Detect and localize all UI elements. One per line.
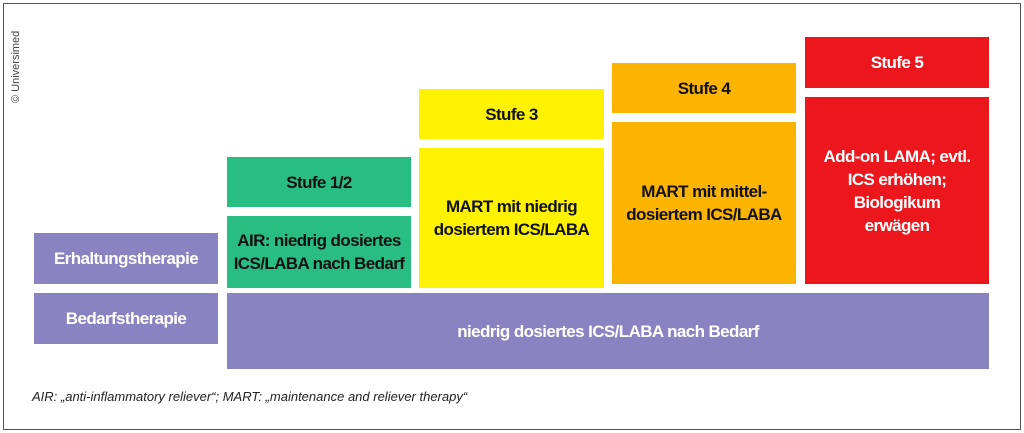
footnote: AIR: „anti-inflammatory reliever“; MART:… bbox=[32, 389, 468, 404]
step-3-header: Stufe 3 bbox=[419, 89, 604, 139]
copyright-label: © Universimed bbox=[10, 30, 22, 103]
step-5-body: Add-on LAMA; evtl. ICS erhöhen; Biologik… bbox=[805, 97, 989, 284]
as-needed-bar: niedrig dosiertes ICS/LABA nach Bedarf bbox=[227, 293, 989, 369]
step-5-header: Stufe 5 bbox=[805, 37, 989, 88]
step-1-2-header: Stufe 1/2 bbox=[227, 157, 411, 207]
step-4-body: MART mit mittel-dosiertem ICS/LABA bbox=[612, 122, 796, 284]
frame-border bbox=[3, 3, 1021, 430]
step-1-2-body: AIR: niedrig dosiertes ICS/LABA nach Bed… bbox=[227, 216, 411, 288]
row-label-maintenance: Erhaltungstherapie bbox=[34, 233, 218, 284]
step-3-body: MART mit niedrig dosiertem ICS/LABA bbox=[419, 148, 604, 288]
row-label-as-needed: Bedarfstherapie bbox=[34, 293, 218, 344]
step-4-header: Stufe 4 bbox=[612, 63, 796, 113]
